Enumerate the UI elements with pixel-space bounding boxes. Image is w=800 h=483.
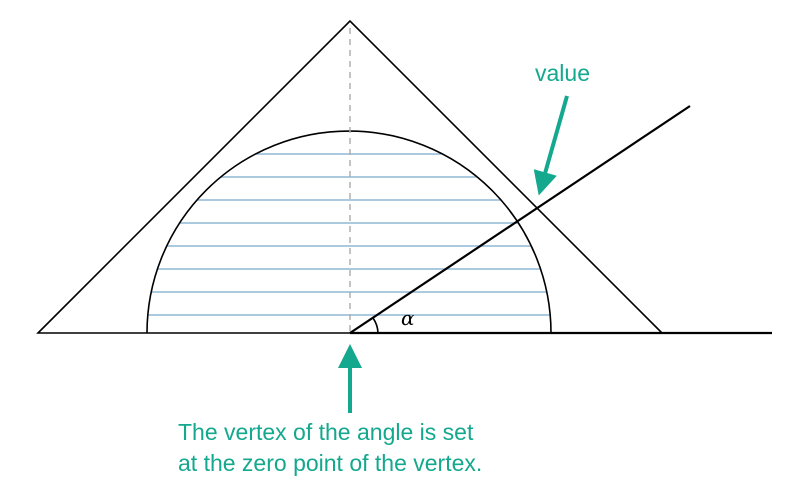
value-arrow — [533, 95, 569, 196]
value-label: value — [535, 60, 590, 86]
semicircle-protractor — [146, 130, 552, 334]
angle-alpha-label: α — [401, 306, 415, 330]
angle-arc — [372, 317, 379, 334]
vertex-note-line1: The vertex of the angle is set — [178, 419, 474, 445]
angle-ray — [349, 105, 691, 334]
vertex-note-line2: at the zero point of the vertex. — [178, 450, 482, 476]
